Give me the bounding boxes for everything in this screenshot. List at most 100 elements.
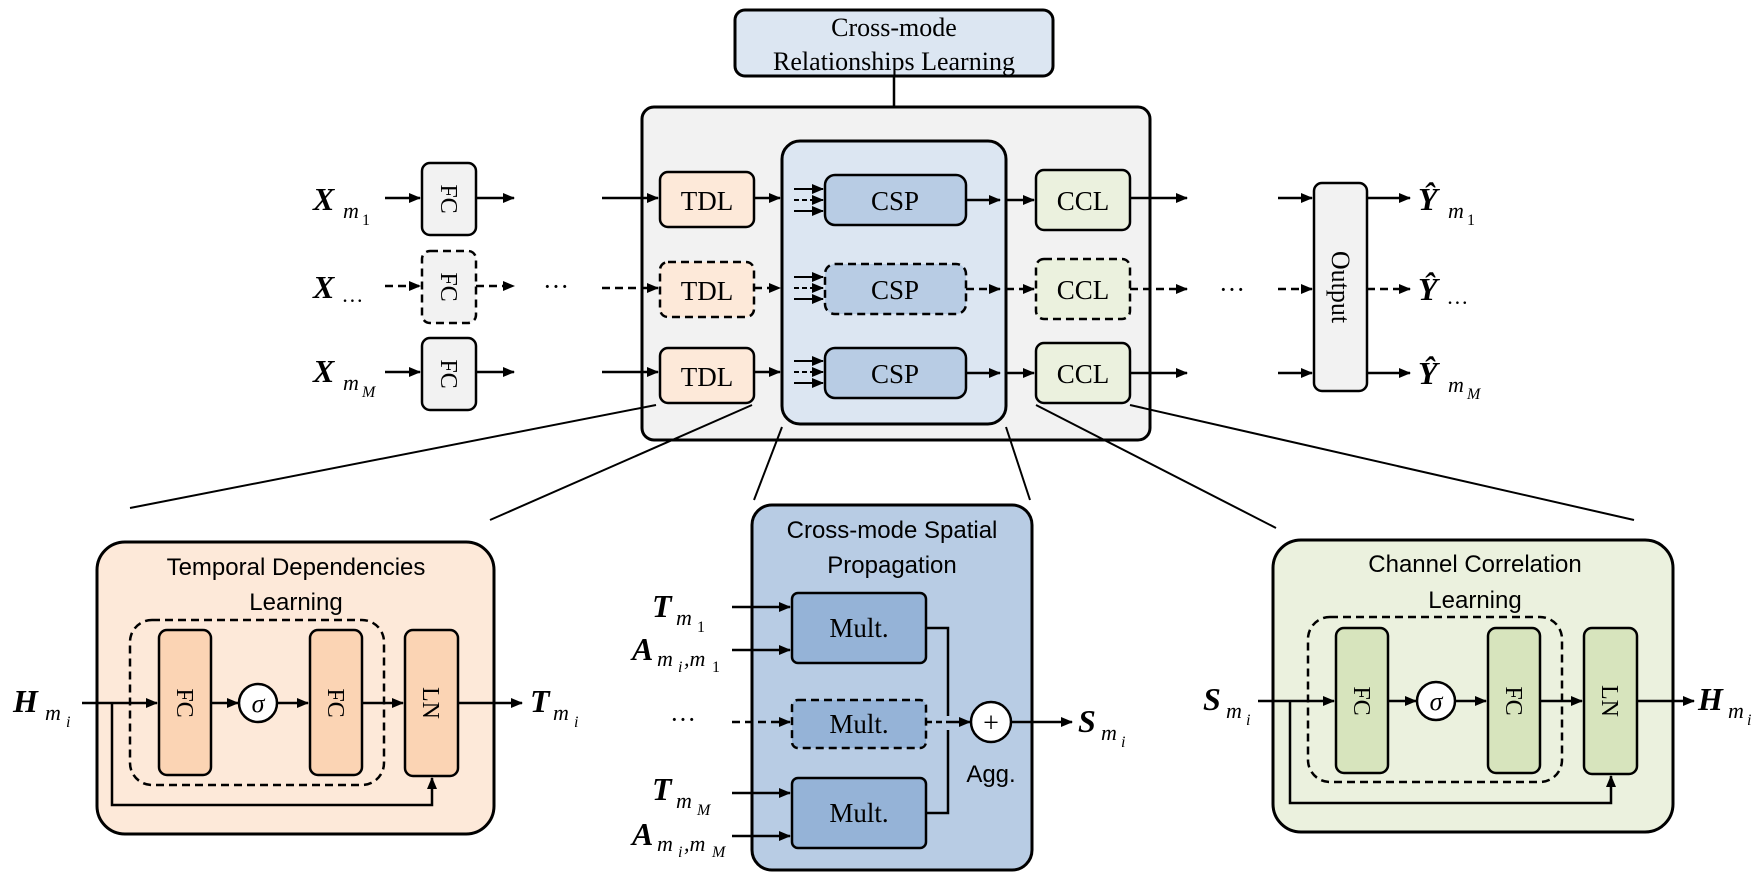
svg-text:m: m [1226, 698, 1242, 723]
svg-text:T: T [652, 588, 673, 624]
fc-box-3 [420, 336, 478, 412]
svg-text:Ŷ: Ŷ [1418, 355, 1440, 391]
svg-text:X: X [312, 269, 335, 305]
svg-text:M: M [361, 384, 377, 401]
svg-text:T: T [652, 771, 673, 807]
csp-panel-input-a1: A m i ,m 1 [630, 631, 720, 676]
svg-text:m: m [553, 700, 569, 725]
tdl-box-2 [658, 260, 756, 319]
ccl-panel-fc-2-label: FC [1500, 686, 1526, 715]
svg-text:i: i [678, 659, 682, 676]
tdl-panel-sigma: σ [252, 689, 266, 718]
ccl-panel-title-line2: Learning [1428, 587, 1521, 614]
csp-label-1: CSP [871, 186, 919, 216]
output-box [1312, 181, 1369, 393]
svg-text:Ŷ: Ŷ [1418, 181, 1440, 217]
tdl-panel-ln-label: LN [417, 687, 443, 719]
agg-plus: + [983, 708, 999, 739]
ccl-panel-ln-label: LN [1596, 685, 1622, 717]
svg-text:m: m [1728, 698, 1744, 723]
svg-text:m: m [1448, 198, 1464, 223]
tdl-label-1: TDL [681, 186, 733, 216]
svg-text:m: m [45, 700, 61, 725]
csp-panel-input-tM: T m M [652, 771, 712, 819]
tdl-panel-title-line1: Temporal Dependencies [167, 554, 426, 581]
csp3-triple-arrows [794, 356, 824, 388]
csp-panel-input-aM: A m i ,m M [630, 816, 727, 861]
svg-text:i: i [66, 714, 70, 731]
ellipsis-right: ··· [1219, 275, 1245, 304]
svg-text:X: X [312, 353, 335, 389]
csp-label-2: CSP [871, 275, 919, 305]
tdl-box-3 [658, 346, 756, 405]
tdl-panel-input-h: H m i [12, 683, 70, 731]
input-x-m1: X m 1 [312, 181, 370, 229]
output-y-mM: Ŷ m M [1418, 355, 1482, 403]
csp-panel-ellipsis: ··· [670, 705, 696, 734]
svg-text:m: m [343, 370, 359, 395]
fc-label-2: FC [435, 272, 461, 301]
ccl-panel-title-line1: Channel Correlation [1368, 551, 1581, 578]
output-y-dots: Ŷ … [1418, 271, 1468, 309]
mult-label-1: Mult. [829, 613, 888, 643]
crl-label-line1: Cross-mode [831, 13, 957, 42]
csp-panel-agg-line-bottom [926, 730, 950, 815]
input-x-mM: X m M [312, 353, 377, 401]
tdl-panel-fc-1-label: FC [171, 688, 197, 717]
tdl-panel-title-line2: Learning [249, 589, 342, 616]
svg-text:i: i [1246, 712, 1250, 729]
svg-text:A: A [630, 816, 653, 852]
svg-text:M: M [696, 802, 712, 819]
svg-text:m: m [676, 605, 692, 630]
tdl-label-3: TDL [681, 362, 733, 392]
output-y-m1: Ŷ m 1 [1418, 181, 1475, 229]
ccl-label-3: CCL [1057, 359, 1110, 389]
svg-text:Ŷ: Ŷ [1418, 271, 1440, 307]
input-x-dots: X … [312, 269, 363, 307]
csp2-triple-arrows [794, 272, 824, 304]
tdl-panel-output-t: T m i [530, 683, 578, 731]
csp-label-3: CSP [871, 359, 919, 389]
svg-text:m: m [1101, 720, 1117, 745]
csp-panel-agg-line-top [926, 626, 950, 716]
svg-text:H: H [12, 683, 39, 719]
csp-panel-output-s: S m i [1078, 703, 1125, 751]
ccl-panel-fc-1-label: FC [1348, 686, 1374, 715]
fc-label-3: FC [435, 359, 461, 388]
svg-text:m: m [343, 198, 359, 223]
svg-text:i: i [1121, 734, 1125, 751]
tdl-label-2: TDL [681, 276, 733, 306]
svg-text:1: 1 [697, 619, 705, 636]
svg-text:…: … [1448, 284, 1468, 309]
svg-text:M: M [1466, 386, 1482, 403]
svg-text:…: … [343, 282, 363, 307]
csp-panel-title-line2: Propagation [827, 552, 956, 579]
ccl-panel-dashed-block [1306, 615, 1564, 784]
fc-label-1: FC [435, 184, 461, 213]
svg-text:,m: ,m [684, 646, 705, 671]
mult-label-3: Mult. [829, 798, 888, 828]
svg-text:1: 1 [1467, 212, 1475, 229]
ccl-label-1: CCL [1057, 186, 1110, 216]
svg-text:M: M [711, 844, 727, 861]
ccl-panel-output-h: H m i [1697, 681, 1751, 729]
csp-box-2 [823, 262, 968, 316]
svg-text:i: i [678, 844, 682, 861]
ccl-panel-skip-connection [1288, 701, 1616, 805]
crl-label-line2: Relationships Learning [773, 47, 1015, 76]
svg-text:i: i [1747, 712, 1751, 729]
svg-text:i: i [574, 714, 578, 731]
mult-label-2: Mult. [829, 709, 888, 739]
svg-text:m: m [657, 646, 673, 671]
ccl-panel-input-s: S m i [1203, 681, 1250, 729]
csp-panel-input-t1: T m 1 [652, 588, 705, 636]
zoom-lines [129, 404, 1635, 529]
ccl-box-2 [1034, 257, 1132, 321]
ellipsis-left: ··· [543, 272, 569, 301]
tdl-panel-fc-2-label: FC [322, 688, 348, 717]
svg-text:m: m [657, 831, 673, 856]
tdl-panel-skip-connection [110, 703, 437, 807]
svg-text:m: m [1448, 372, 1464, 397]
svg-text:T: T [530, 683, 551, 719]
